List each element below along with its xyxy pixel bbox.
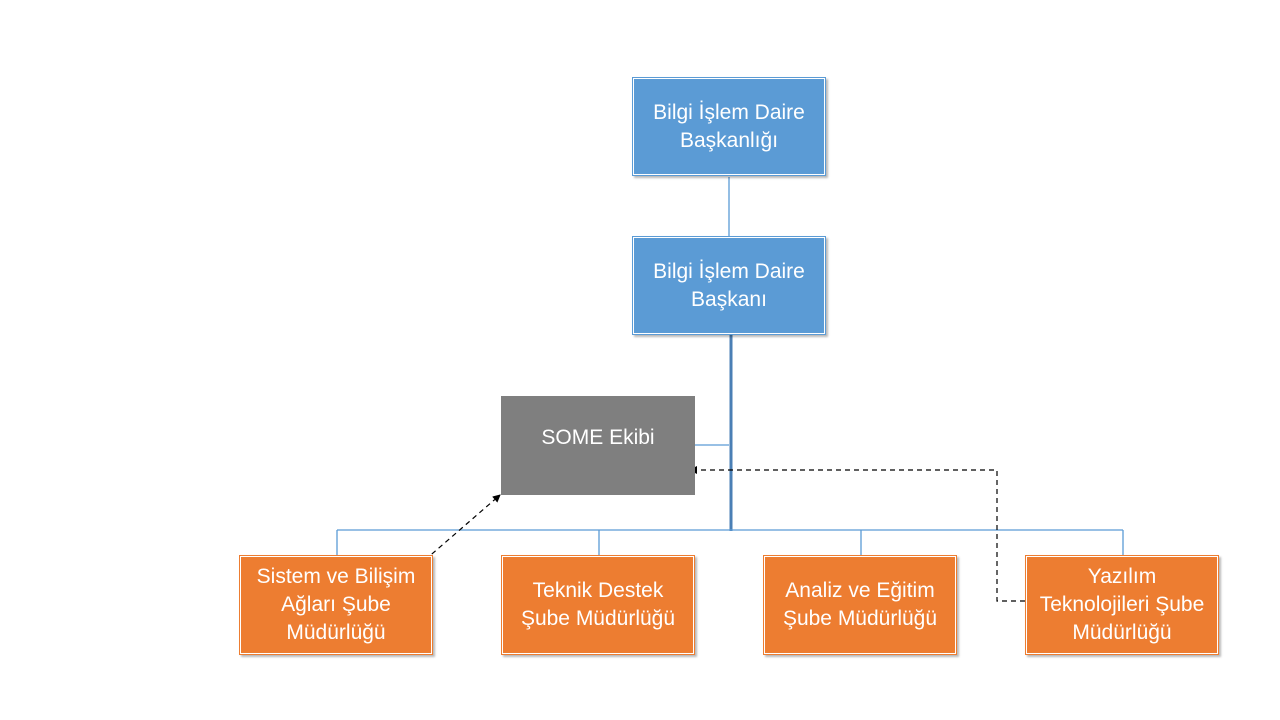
node-sistem-bilisim-aglari: Sistem ve Bilişim Ağları Şube Müdürlüğü: [239, 555, 433, 655]
node-label: Sistem ve Bilişim Ağları Şube Müdürlüğü: [256, 565, 416, 644]
node-label: SOME Ekibi: [541, 426, 655, 449]
node-teknik-destek: Teknik Destek Şube Müdürlüğü: [501, 555, 695, 655]
dashed-arrow-yazilim-to-some: [689, 466, 1025, 602]
node-some-ekibi: SOME Ekibi: [501, 396, 695, 495]
node-analiz-egitim: Analiz ve Eğitim Şube Müdürlüğü: [763, 555, 957, 655]
node-label: Teknik Destek Şube Müdürlüğü: [520, 579, 676, 630]
node-label: Bilgi İşlem Daire Başkanı: [653, 259, 805, 311]
node-daire-baskani: Bilgi İşlem Daire Başkanı: [632, 236, 826, 335]
node-label: Analiz ve Eğitim Şube Müdürlüğü: [782, 579, 938, 630]
dashed-arrow-sistem-to-some: [424, 494, 501, 561]
node-label: Yazılım Teknolojileri Şube Müdürlüğü: [1039, 565, 1205, 644]
node-daire-baskanligi: Bilgi İşlem Daire Başkanlığı: [632, 77, 826, 176]
node-yazilim-teknolojileri: Yazılım Teknolojileri Şube Müdürlüğü: [1025, 555, 1219, 655]
node-label: Bilgi İşlem Daire Başkanlığı: [653, 100, 805, 152]
